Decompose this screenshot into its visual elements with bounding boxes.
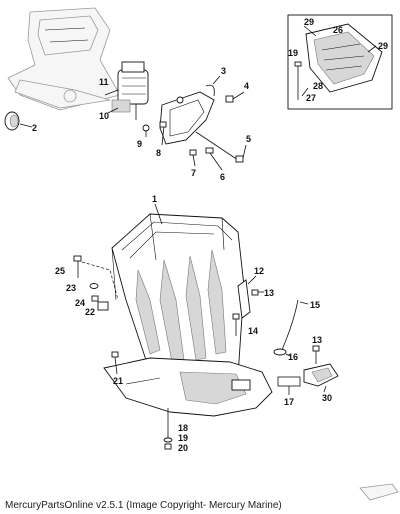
bolt-part-21 [111,351,119,375]
thumbnail-icon [359,483,399,501]
nut-part-20 [164,443,172,450]
hose-part-15 [281,299,309,351]
callout-26: 26 [333,25,343,35]
bracket-part-12 [237,275,257,319]
callout-2: 2 [32,123,37,133]
callout-19a: 19 [178,433,188,443]
callout-29a: 29 [304,17,314,27]
callout-14: 14 [248,326,258,336]
callout-17: 17 [284,397,294,407]
anti-ventilation-plate [103,357,273,417]
callout-4: 4 [244,81,249,91]
callout-12: 12 [254,266,264,276]
callout-8: 8 [156,148,161,158]
callout-25: 25 [55,266,65,276]
assembly-guide-line [81,261,119,301]
stud-part-22 [97,301,109,311]
callout-29b: 29 [378,41,388,51]
decal-part-17 [277,376,301,395]
pump-module-part-10 [104,61,149,120]
fitting-part-16 [273,348,291,357]
plug-part-2 [4,111,33,131]
bolt-part-4 [225,91,245,103]
callout-11: 11 [99,77,109,87]
bolt-part-7 [189,149,197,167]
bolt-part-5 [195,131,247,163]
callout-7: 7 [191,168,196,178]
bolt-part-8 [159,121,167,146]
callout-20: 20 [178,443,188,453]
bolt-part-13a [251,289,264,296]
bolt-part-14 [232,313,240,336]
driveshaft-housing-part-1 [111,203,245,393]
callout-24: 24 [75,298,85,308]
callout-10: 10 [99,111,109,121]
bolt-part-6 [205,147,223,171]
nut-part-24 [91,295,99,302]
callout-6: 6 [220,172,225,182]
callout-15: 15 [310,300,320,310]
callout-23: 23 [66,283,76,293]
callout-18: 18 [178,423,188,433]
engine-adapter-plate [7,7,121,111]
callout-13a: 13 [264,288,274,298]
callout-30: 30 [322,393,332,403]
copyright-caption: MercuryPartsOnline v2.5.1 (Image Copyrig… [5,500,282,511]
washer-part-19 [163,437,173,443]
callout-16: 16 [288,352,298,362]
callout-28: 28 [313,81,323,91]
callout-1: 1 [152,194,157,204]
inset-box [287,14,393,110]
callout-5: 5 [246,134,251,144]
trim-tab-part-30 [303,363,339,393]
callout-19b: 19 [288,48,298,58]
callout-13b: 13 [312,335,322,345]
callout-27: 27 [306,93,316,103]
callout-9: 9 [137,139,142,149]
callout-3: 3 [221,66,226,76]
callout-22: 22 [85,307,95,317]
bolt-part-25 [73,255,82,278]
bracket-part-3 [159,75,221,145]
washer-part-23 [89,283,99,289]
callout-21: 21 [113,376,123,386]
bolt-part-13b [312,345,320,364]
nut-part-9 [142,124,150,137]
